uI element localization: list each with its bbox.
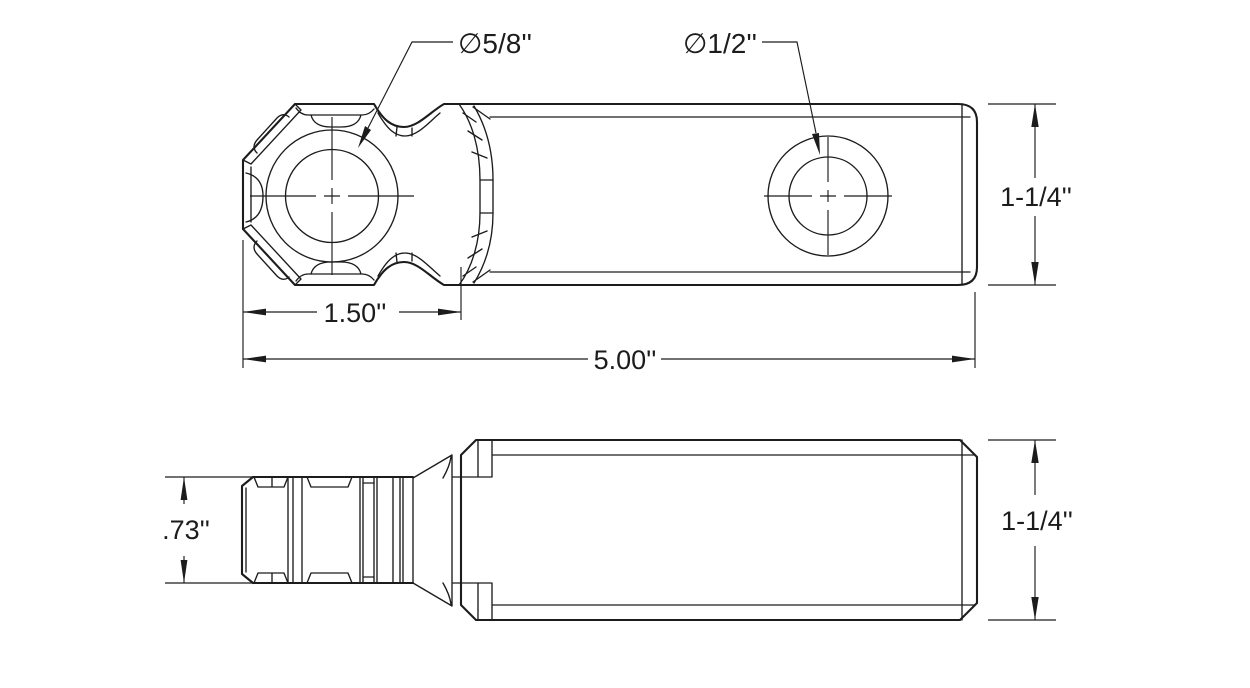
overall-length-label: 5.00'' bbox=[594, 345, 657, 375]
dimension-arrowhead-left bbox=[243, 355, 266, 363]
bar-height-label: 1-1/4'' bbox=[1000, 182, 1072, 212]
bar-chamfer-lines bbox=[452, 439, 975, 621]
leader-arrowhead bbox=[358, 126, 371, 148]
dimension-lines bbox=[988, 439, 1056, 621]
bar-height-label: 1-1/4'' bbox=[1001, 506, 1073, 536]
head-length-label: 1.50'' bbox=[324, 298, 387, 328]
dimension-arrowhead-up bbox=[180, 477, 188, 500]
neck-flare-outer-curve bbox=[458, 103, 481, 286]
neck-flare-inner-curve bbox=[473, 105, 494, 284]
bar-outline bbox=[459, 438, 979, 622]
head-side-chamfer-bands bbox=[253, 476, 375, 584]
dimension-bar-height-side-view: 1-1/4'' bbox=[988, 439, 1073, 621]
callout-small-hole: ∅1/2'' bbox=[683, 28, 820, 155]
small-hole-centerlines bbox=[764, 137, 892, 255]
dimension-arrowhead-down bbox=[180, 560, 188, 583]
dimension-head-thickness: .73'' bbox=[162, 476, 266, 584]
top-view: ∅5/8'' ∅1/2'' 1-1/4'' 1.50'' 5.00'' bbox=[241, 28, 1072, 375]
part-silhouette bbox=[241, 102, 979, 287]
dimension-arrowhead-right bbox=[438, 308, 461, 316]
dimension-overall-length: 5.00'' bbox=[243, 292, 976, 375]
leader-arrowhead bbox=[812, 133, 820, 155]
dimension-arrowhead-up bbox=[1031, 104, 1039, 127]
dimension-lines bbox=[988, 103, 1056, 286]
neck-flare-ticks bbox=[462, 112, 494, 277]
dimension-head-length: 1.50'' bbox=[242, 240, 462, 368]
dimension-arrowhead-down bbox=[1031, 262, 1039, 285]
dimension-arrowhead-up bbox=[1031, 440, 1039, 463]
leader-line bbox=[367, 41, 453, 129]
dimension-lines bbox=[165, 476, 266, 584]
dimension-lines bbox=[242, 240, 462, 368]
head-side-facet-edges bbox=[287, 476, 414, 584]
side-view: .73'' 1-1/4'' bbox=[162, 438, 1073, 622]
dimension-bar-height-top-view: 1-1/4'' bbox=[988, 103, 1072, 286]
head-side-outline bbox=[240, 475, 415, 585]
bar-chamfer-lines bbox=[472, 104, 971, 285]
dimension-arrowhead-left bbox=[243, 308, 266, 316]
leader-line bbox=[762, 41, 817, 134]
dimension-lines bbox=[243, 292, 976, 368]
flare-cone bbox=[412, 454, 453, 607]
large-hole-centerlines bbox=[250, 117, 414, 275]
dimension-arrowhead-down bbox=[1031, 597, 1039, 620]
callout-large-hole: ∅5/8'' bbox=[358, 28, 532, 148]
large-hole-diameter-label: ∅5/8'' bbox=[458, 28, 532, 59]
wave-chamfer-band bbox=[377, 112, 441, 277]
dimension-arrowhead-right bbox=[952, 355, 975, 363]
small-hole-diameter-label: ∅1/2'' bbox=[683, 28, 757, 59]
head-thickness-label: .73'' bbox=[162, 515, 210, 545]
